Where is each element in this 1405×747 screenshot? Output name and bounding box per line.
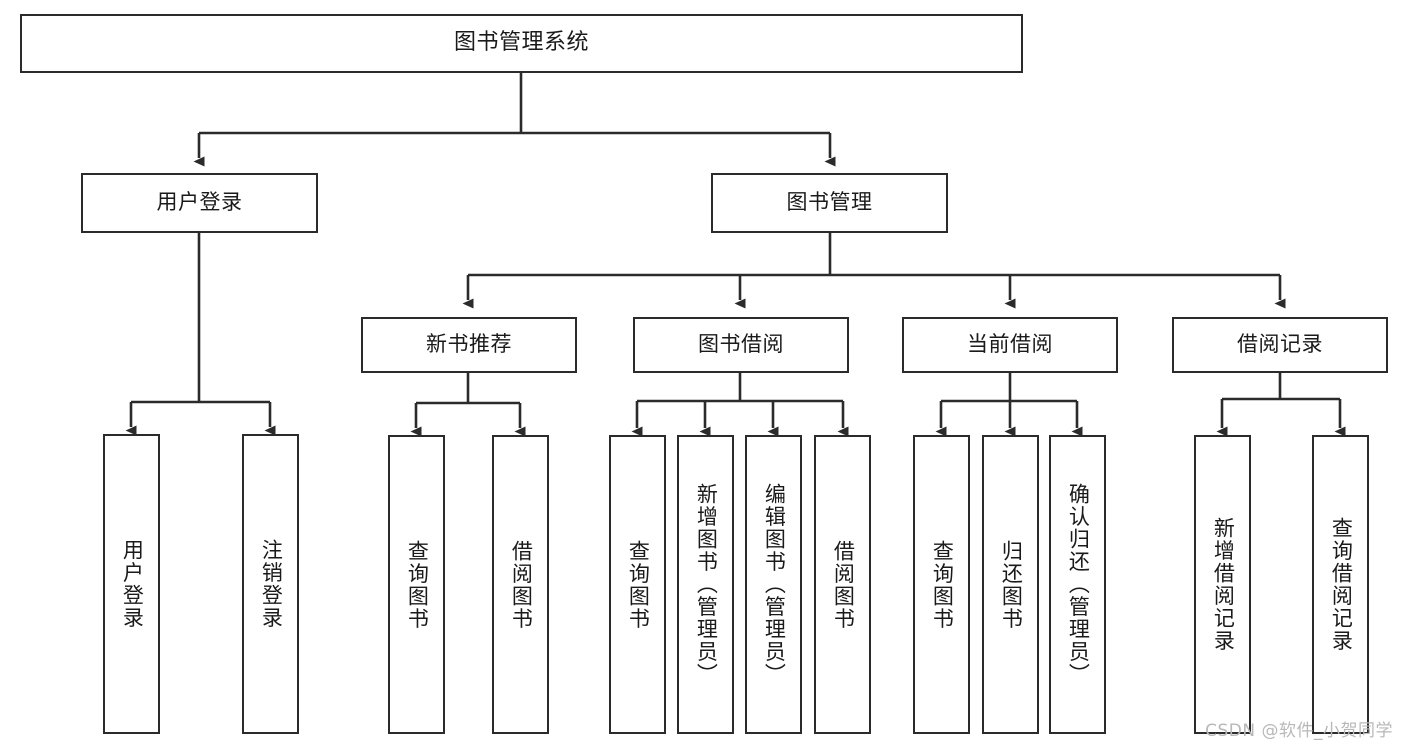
node-label: 图书管理系统 (453, 30, 589, 56)
node-root[interactable]: 图书管理系统 (20, 14, 1023, 73)
node-label: 借阅记录 (1237, 332, 1323, 357)
node-book-borrow[interactable]: 图书借阅 (633, 317, 849, 373)
leaf-edit-book-admin[interactable]: 编辑图书（管理员） (745, 435, 802, 734)
leaf-user-login[interactable]: 用户登录 (103, 434, 160, 734)
node-label: 借阅图书 (831, 539, 856, 630)
leaf-query-book-current[interactable]: 查询图书 (913, 435, 970, 734)
leaf-query-borrow-record[interactable]: 查询借阅记录 (1312, 435, 1369, 734)
node-label: 查询图书 (626, 539, 651, 630)
leaf-borrow-book[interactable]: 借阅图书 (814, 435, 871, 734)
leaf-borrow-book-recommend[interactable]: 借阅图书 (492, 435, 549, 734)
node-label: 查询图书 (405, 539, 430, 630)
node-label: 编辑图书（管理员） (762, 483, 787, 686)
node-label: 确认归还（管理员） (1066, 483, 1091, 686)
leaf-return-book[interactable]: 归还图书 (982, 435, 1039, 734)
node-current-borrow[interactable]: 当前借阅 (902, 317, 1118, 373)
node-label: 用户登录 (120, 539, 145, 629)
node-label: 新增图书（管理员） (694, 483, 719, 686)
node-label: 注销登录 (259, 539, 284, 629)
node-borrow-record[interactable]: 借阅记录 (1172, 317, 1388, 373)
node-label: 新增借阅记录 (1211, 517, 1236, 652)
node-label: 新书推荐 (426, 332, 512, 357)
node-user-login[interactable]: 用户登录 (81, 173, 318, 233)
node-label: 用户登录 (156, 190, 243, 215)
leaf-query-book-recommend[interactable]: 查询图书 (388, 435, 445, 734)
node-label: 当前借阅 (967, 332, 1053, 357)
leaf-add-book-admin[interactable]: 新增图书（管理员） (677, 435, 734, 734)
leaf-logout[interactable]: 注销登录 (242, 434, 299, 734)
node-book-management[interactable]: 图书管理 (711, 173, 948, 233)
node-label: 查询图书 (930, 539, 955, 630)
leaf-query-book-borrow[interactable]: 查询图书 (609, 435, 666, 734)
node-label: 归还图书 (999, 539, 1024, 630)
leaf-confirm-return-admin[interactable]: 确认归还（管理员） (1049, 435, 1106, 734)
node-new-book-recommend[interactable]: 新书推荐 (361, 317, 577, 373)
node-label: 图书借阅 (698, 332, 784, 357)
leaf-add-borrow-record[interactable]: 新增借阅记录 (1194, 435, 1251, 734)
node-label: 图书管理 (786, 190, 873, 215)
node-label: 借阅图书 (509, 539, 534, 630)
watermark: CSDN @软件_小贺同学 (1205, 721, 1393, 741)
node-label: 查询借阅记录 (1329, 517, 1354, 652)
